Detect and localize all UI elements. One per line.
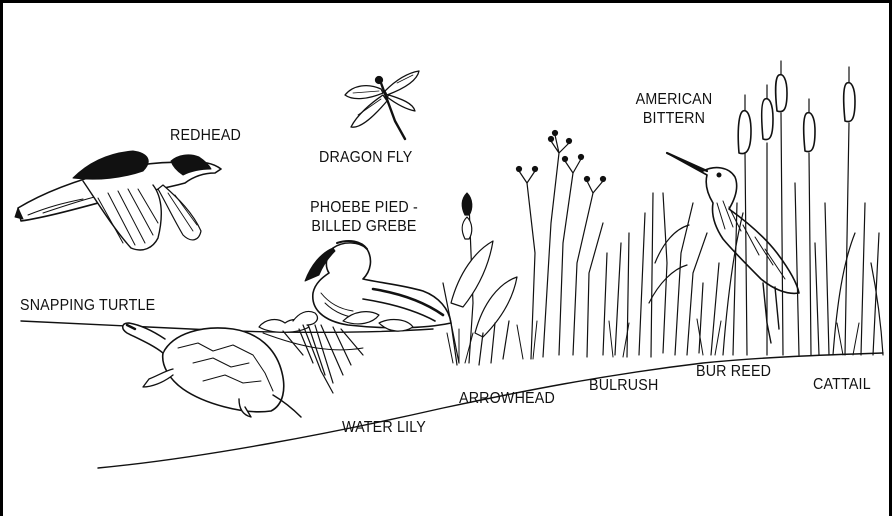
label-bulrush: BULRUSH — [589, 377, 658, 395]
label-bittern-line1: AMERICAN — [605, 91, 743, 109]
dragonfly-icon — [345, 71, 419, 139]
label-water-lily: WATER LILY — [342, 419, 426, 437]
label-snapping-turtle: SNAPPING TURTLE — [20, 297, 155, 315]
label-grebe-line2: BILLED GREBE — [289, 218, 438, 236]
scene-drawing — [3, 3, 892, 516]
bittern-icon — [667, 153, 799, 343]
label-cattail: CATTAIL — [813, 376, 871, 394]
label-redhead: REDHEAD — [170, 127, 241, 145]
label-bittern-line2: BITTERN — [605, 110, 743, 128]
label-dragon-fly: DRAGON FLY — [319, 149, 412, 167]
label-arrowhead: ARROWHEAD — [459, 390, 555, 408]
arrowhead-plant-icon — [443, 193, 517, 365]
cattail-icon — [723, 61, 883, 355]
label-grebe-line1: PHOEBE PIED - — [289, 199, 438, 217]
bur-reed-icon — [649, 193, 719, 355]
duck-icon — [15, 151, 221, 250]
label-bur-reed: BUR REED — [696, 363, 771, 381]
